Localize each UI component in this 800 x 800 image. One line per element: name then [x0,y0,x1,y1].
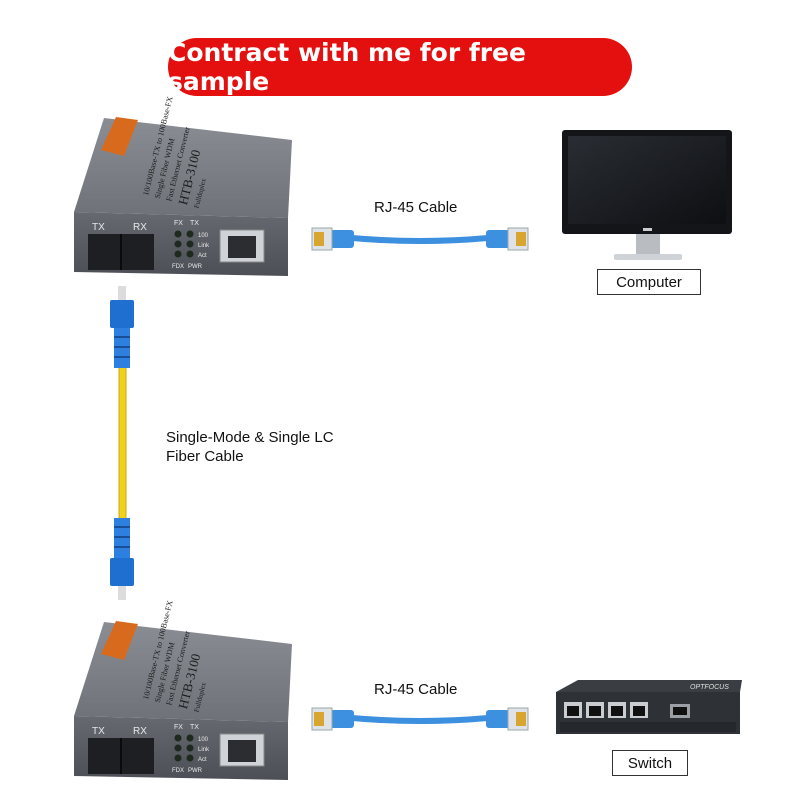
port-rx-label: RX [133,222,147,233]
fiber-cable [110,286,134,600]
rj45-cable-label-top: RJ-45 Cable [374,199,458,216]
rj45-cable-top [311,227,529,251]
rj45-boot [486,230,510,248]
led-100-label: 100 [198,233,209,239]
rj45-cable-bottom [311,707,529,731]
computer-monitor [562,130,732,260]
fiber-cable-label-line1: Single-Mode & Single LC [166,429,334,446]
fiber-cable-label: Single-Mode & Single LC Fiber Cable [166,428,334,466]
port-rx-label: RX [133,726,147,737]
status-leds [174,734,194,762]
promo-banner: Contract with me for free sample [168,38,632,96]
fiber-cable-label-line2: Fiber Cable [166,448,244,465]
led-pwr-label: PWR [188,768,203,774]
computer-label-text: Computer [616,273,682,291]
brand-sticker [101,621,138,660]
led-100-label: 100 [198,737,209,743]
rj45-boot [330,710,354,728]
switch-label-text: Switch [627,754,673,772]
banner-text: Contract with me for free sample [168,38,526,96]
led-link-label: Link [198,747,210,753]
led-pwr-label: PWR [188,264,203,270]
led-act-label: Act [198,253,207,259]
led-fx-label: FX [174,724,183,731]
status-leds [174,230,194,258]
rj45-boot [330,230,354,248]
switch-brand: OPTFOCUS [690,684,729,691]
computer-label: Computer [597,269,701,295]
led-fdx-label: FDX [172,768,184,774]
led-fdx-label: FDX [172,264,184,270]
port-tx-label: TX [92,222,105,233]
media-converter-top: 10/100Base-TX to 100Base-FX Single Fiber… [74,95,292,276]
lc-connector-top [110,286,134,368]
switch-ports [564,702,690,718]
rj45-cable-label-bottom: RJ-45 Cable [374,681,458,698]
led-tx-label: TX [190,220,199,227]
led-act-label: Act [198,757,207,763]
media-converter-bottom: 10/100Base-TX to 100Base-FX Single Fiber… [74,599,292,780]
led-link-label: Link [198,243,210,249]
switch-label: Switch [612,750,688,776]
monitor-screen [568,136,726,224]
port-tx-label: TX [92,726,105,737]
rj45-boot [486,710,510,728]
led-fx-label: FX [174,220,183,227]
led-tx-label: TX [190,724,199,731]
lc-connector-bottom [110,518,134,600]
network-switch: OPTFOCUS [556,680,742,734]
brand-sticker [101,117,138,156]
